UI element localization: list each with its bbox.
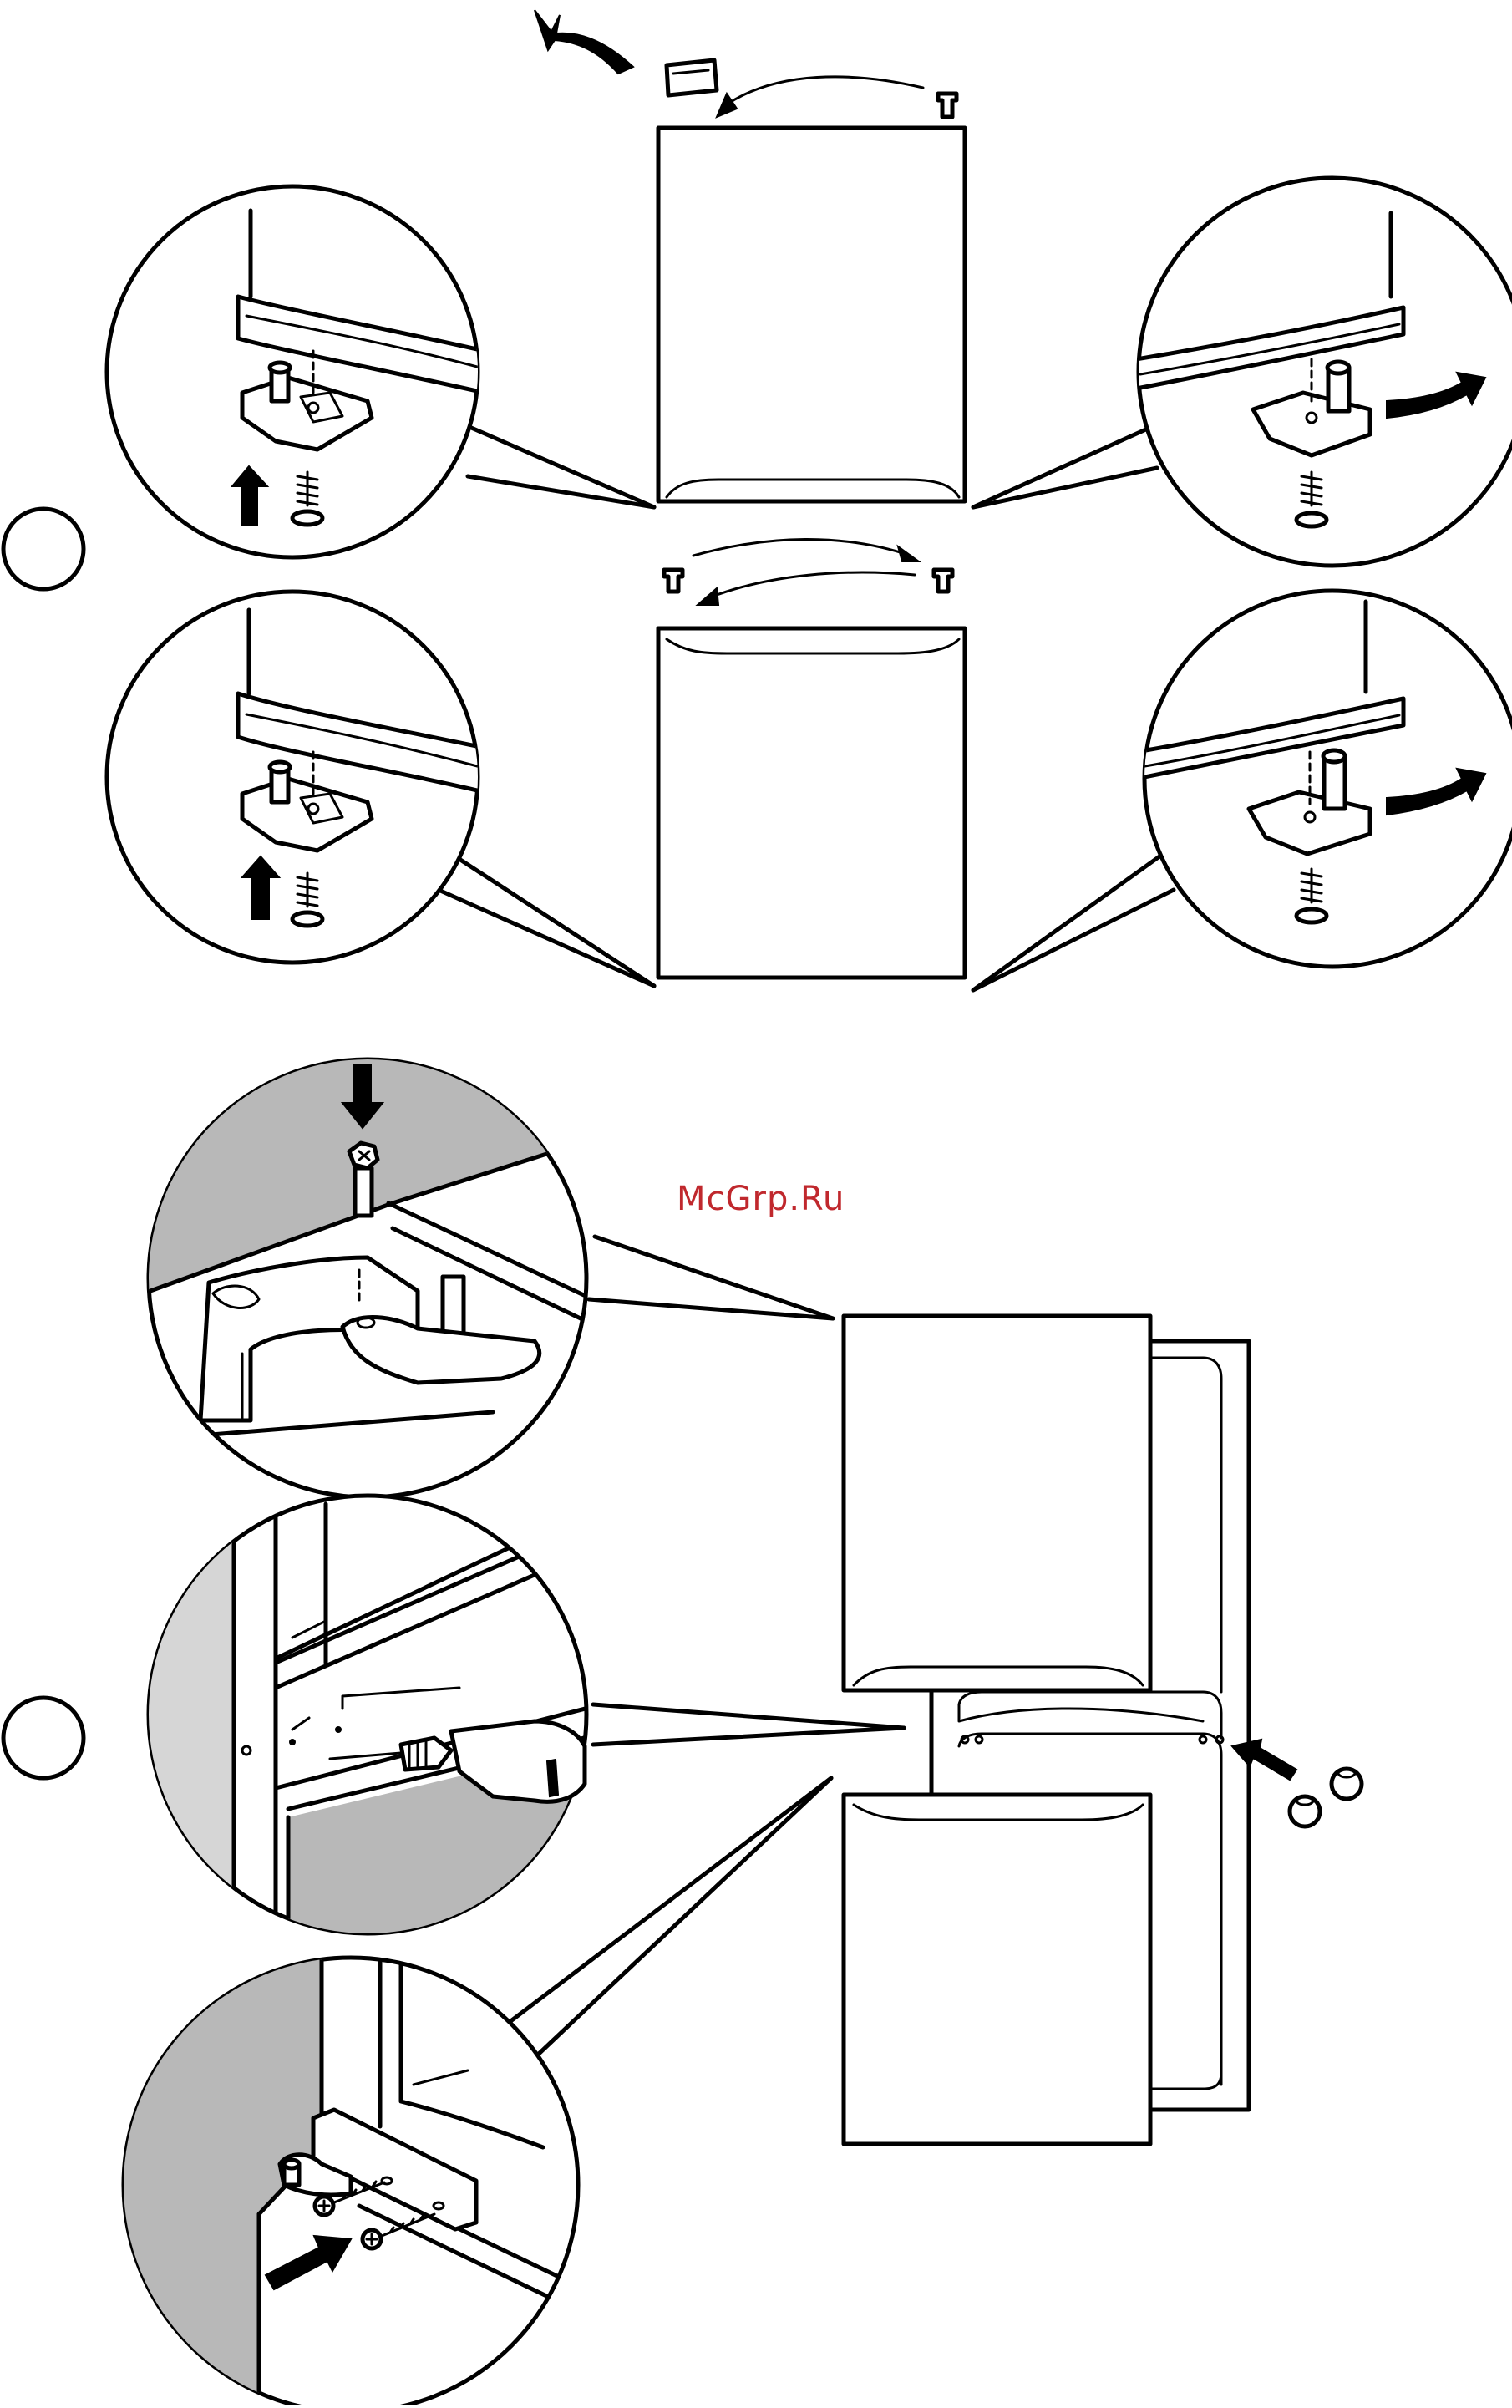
fridge-assembled [844, 1316, 1249, 2144]
magnifier-hinge-left-2 [107, 592, 485, 963]
magnifier-bracket-fixing [117, 1955, 585, 2405]
magnifier-hinge-left-1 [107, 186, 485, 557]
fridge-door-lower [658, 628, 965, 978]
hinge-cap-icon [667, 60, 717, 95]
step-circle-upper [3, 509, 84, 589]
fridge-door-upper [658, 128, 965, 501]
hinge-cap-icon [664, 570, 682, 592]
cover-cap-icon [1290, 1769, 1362, 1826]
hinge-cap-icon [934, 570, 952, 592]
magnifier-drilling [142, 1496, 601, 1938]
bolt-icon [349, 1143, 378, 1216]
hinge-cap-icon [938, 94, 956, 117]
step-circle-lower [3, 1698, 84, 1778]
curved-arrow-icon [535, 10, 633, 74]
watermark-text: McGrp.Ru [677, 1180, 845, 1218]
left-arrow-icon [1232, 1740, 1296, 1780]
magnifier-top-hinge-bolt [142, 1059, 601, 1497]
